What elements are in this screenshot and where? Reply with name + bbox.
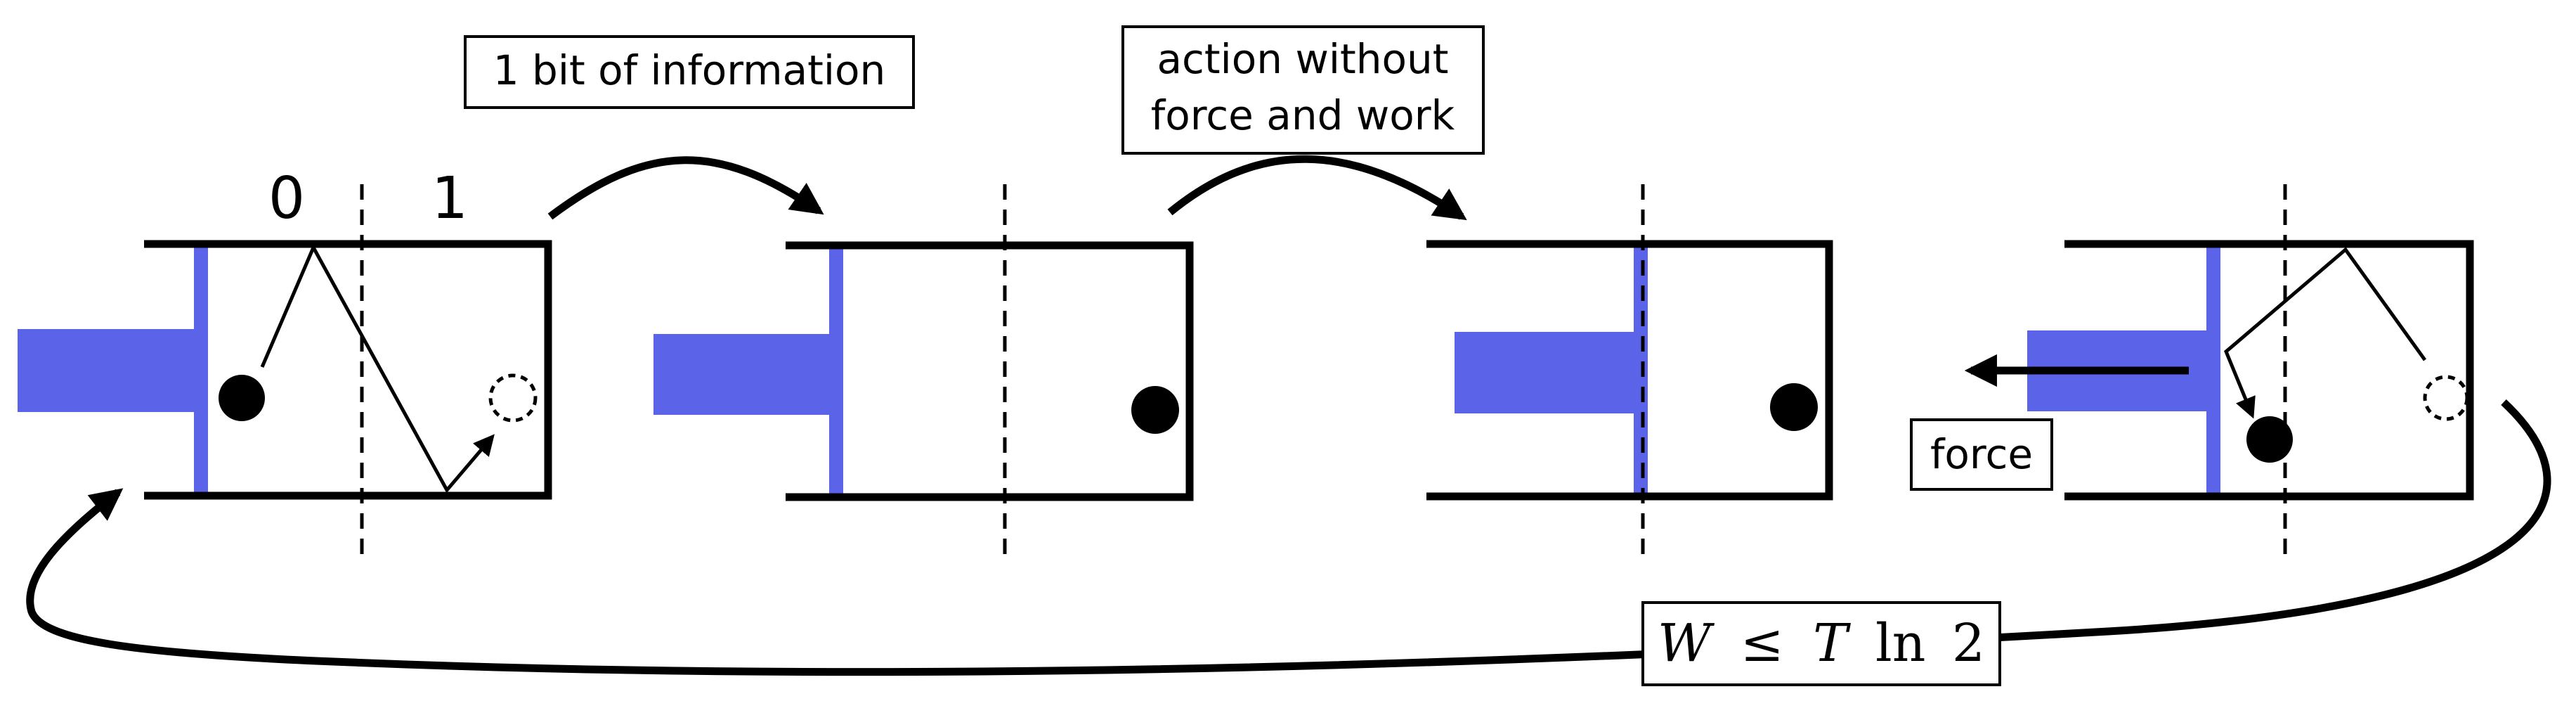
particle-ghost-dashed (488, 373, 538, 423)
particle-ball (1131, 386, 1179, 434)
particle-trajectory (260, 243, 495, 494)
piston-plate (1634, 246, 1648, 494)
temperature-symbol-T: T (1813, 613, 1851, 674)
piston-rod (653, 334, 833, 415)
cylinder-walls (1426, 240, 1833, 501)
particle-trajectory (2223, 247, 2427, 419)
action-box-line1: action without (1157, 35, 1448, 83)
particle-ghost-dashed (2423, 375, 2469, 421)
return-curve (26, 399, 2551, 676)
cylinder-walls (2064, 240, 2474, 501)
action-box-frame (1121, 25, 1485, 155)
work-bound-formula: W ≤ T ln 2 (1658, 613, 1985, 674)
curved-arrow-1 (547, 156, 824, 220)
piston-plate (829, 247, 843, 494)
stage-1-measurement: 0 1 (18, 165, 552, 557)
bit-zero-label: 0 (268, 165, 305, 232)
stage-2-known-state (653, 184, 1194, 557)
bit-one-label: 1 (431, 165, 468, 232)
particle-ball (2246, 416, 2293, 463)
work-symbol-W: W (1658, 613, 1715, 674)
piston-plate (2206, 246, 2220, 494)
force-box: force (1910, 418, 2053, 491)
piston-plate (194, 246, 208, 494)
transition-arrow-1 (547, 156, 824, 220)
piston-rod (1455, 332, 1644, 413)
le-symbol: ≤ (1741, 613, 1784, 674)
action-box: action without force and work (1121, 25, 1485, 155)
particle-ball (1770, 383, 1818, 431)
ln-symbol: ln (1875, 613, 1925, 674)
stage-3-piston-inserted (1426, 184, 1833, 557)
piston-rod (18, 329, 199, 412)
cylinder-walls (786, 241, 1194, 501)
cylinder-walls (144, 240, 552, 500)
two-symbol: 2 (1952, 613, 1985, 674)
curved-arrow-2 (1167, 155, 1467, 221)
force-box-frame (1910, 418, 2053, 491)
info-box: 1 bit of information (464, 35, 915, 109)
transition-arrow-2 (1167, 155, 1467, 221)
stage-4-expansion (1964, 184, 2474, 557)
action-box-line2: force and work (1151, 91, 1455, 139)
work-bound-box: W ≤ T ln 2 (1641, 601, 2001, 686)
particle-ball (219, 375, 265, 421)
force-box-text: force (1930, 430, 2033, 478)
info-box-frame (464, 35, 915, 109)
info-box-text: 1 bit of information (493, 46, 886, 94)
return-arrow (26, 399, 2551, 676)
work-bound-frame (1641, 601, 2001, 686)
